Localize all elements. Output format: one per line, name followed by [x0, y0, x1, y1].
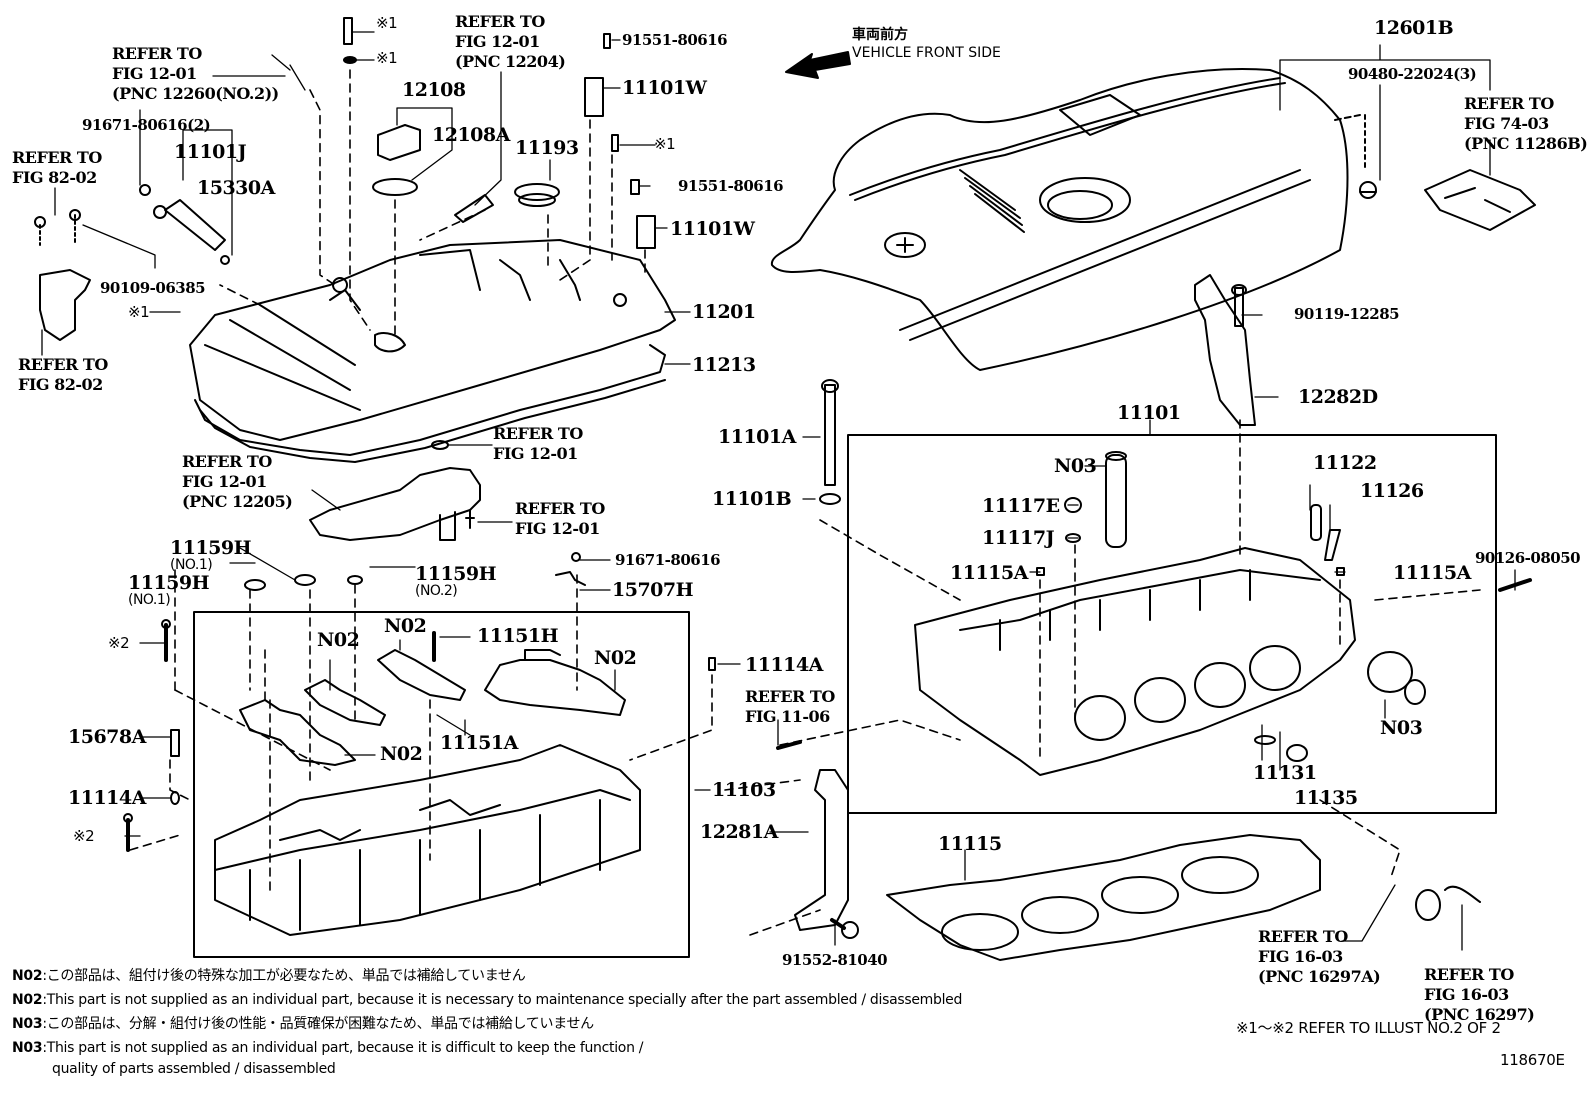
callout-11159H-no2[interactable]: 11159H (NO.2) — [415, 563, 497, 599]
callout-11201[interactable]: 11201 — [692, 301, 756, 323]
callout-11115A-left[interactable]: 11115A — [950, 562, 1028, 584]
footnote-n02-en: N02:This part is not supplied as an indi… — [12, 992, 963, 1008]
callout-11131[interactable]: 11131 — [1253, 762, 1317, 784]
footnote-n02-jp: N02:この部品は、組付け後の特殊な加工が必要なため、単品では補給していません — [12, 968, 526, 984]
head-gasket-drawing — [886, 834, 1321, 961]
callout-11101J[interactable]: 11101J — [174, 141, 247, 163]
callout-11151H[interactable]: 11151H — [477, 625, 559, 647]
direction-label-jp: 車両前方 — [852, 27, 908, 43]
callout-91671-80616[interactable]: 91671-80616 — [615, 551, 721, 569]
callout-refer-fig-16-03-pnc-16297A[interactable]: REFER TO FIG 16-03 (PNC 16297A) — [1258, 927, 1381, 986]
callout-N03-fitting[interactable]: N03 — [1380, 717, 1423, 739]
callout-12108A[interactable]: 12108A — [432, 124, 510, 146]
callout-N02-d[interactable]: N02 — [380, 743, 423, 765]
callout-N02-a[interactable]: N02 — [317, 629, 360, 651]
callout-91671-80616-2[interactable]: 91671-80616(2) — [82, 116, 211, 134]
callout-mark-1-bolt[interactable]: ※1 — [376, 14, 398, 32]
callout-11126[interactable]: 11126 — [1360, 480, 1424, 502]
engine-cover-drawing — [770, 68, 1349, 371]
engine-hanger-drawing — [794, 769, 849, 931]
callout-11117E[interactable]: 11117E — [982, 495, 1060, 517]
callout-mark-1-left[interactable]: ※1 — [128, 303, 150, 321]
hose-clamp-drawing — [1415, 885, 1481, 921]
callout-mark-2-upper[interactable]: ※2 — [108, 634, 130, 652]
cam-bearing-caps-drawing — [239, 649, 626, 766]
callout-refer-fig-12-01-bolt[interactable]: REFER TO FIG 12-01 — [515, 499, 605, 538]
callout-mark-1-right[interactable]: ※1 — [654, 135, 676, 153]
direction-label-en: VEHICLE FRONT SIDE — [852, 45, 1001, 61]
cylinder-head-cover-drawing — [189, 239, 676, 463]
callout-refer-fig-12-01-pnc-12204[interactable]: REFER TO FIG 12-01 (PNC 12204) — [455, 12, 566, 71]
callout-90119-12285[interactable]: 90119-12285 — [1294, 305, 1400, 323]
callout-15707H[interactable]: 15707H — [612, 579, 694, 601]
misc-small-parts-drawing — [123, 552, 802, 852]
callout-11115A-right[interactable]: 11115A — [1393, 562, 1471, 584]
callout-91551-80616-top[interactable]: 91551-80616 — [622, 31, 728, 49]
callout-refer-fig-16-03-pnc-16297[interactable]: REFER TO FIG 16-03 (PNC 16297) — [1424, 965, 1535, 1024]
callout-mark-2-lower[interactable]: ※2 — [73, 827, 95, 845]
left-bracket-drawing — [34, 209, 91, 341]
callout-11114A-left[interactable]: 11114A — [68, 787, 146, 809]
callout-11213[interactable]: 11213 — [692, 354, 756, 376]
callout-90109-06385[interactable]: 90109-06385 — [100, 279, 206, 297]
callout-11117J[interactable]: 11117J — [982, 527, 1055, 549]
callout-11101B[interactable]: 11101B — [712, 488, 792, 510]
callout-N03-tube[interactable]: N03 — [1054, 455, 1097, 477]
callout-11101W-top[interactable]: 11101W — [622, 77, 707, 99]
cylinder-head-group-box — [847, 434, 1497, 814]
callout-15330A[interactable]: 15330A — [197, 177, 275, 199]
callout-11115[interactable]: 11115 — [938, 833, 1002, 855]
callout-11193[interactable]: 11193 — [515, 137, 579, 159]
callout-mark-1-washer[interactable]: ※1 — [376, 49, 398, 67]
callout-refer-fig-74-03[interactable]: REFER TO FIG 74-03 (PNC 11286B) — [1464, 94, 1588, 153]
callout-refer-fig-82-02-top[interactable]: REFER TO FIG 82-02 — [12, 148, 102, 187]
callout-11103[interactable]: 11103 — [712, 779, 776, 801]
bolt-90119-12285 — [1231, 284, 1247, 327]
camshaft-housing-group-box — [193, 611, 690, 958]
cylinder-head-drawing — [914, 451, 1532, 776]
callout-N02-c[interactable]: N02 — [594, 647, 637, 669]
vehicle-front-arrow-icon — [785, 51, 851, 79]
callout-12282D[interactable]: 12282D — [1298, 386, 1378, 408]
callout-12601B[interactable]: 12601B — [1374, 17, 1454, 39]
oil-separator-plate-drawing — [309, 440, 481, 541]
callout-11159H-no1-lower[interactable]: 11159H (NO.1) — [128, 572, 210, 608]
callout-11151A[interactable]: 11151A — [440, 732, 518, 754]
callout-refer-fig-12-01-ring[interactable]: REFER TO FIG 12-01 — [493, 424, 583, 463]
callout-refer-fig-12-01-pnc-12205[interactable]: REFER TO FIG 12-01 (PNC 12205) — [182, 452, 293, 511]
footnote-n03-en-cont: quality of parts assembled / disassemble… — [52, 1061, 336, 1077]
callout-91551-80616-lower[interactable]: 91551-80616 — [678, 177, 784, 195]
bolt-91552-81040 — [830, 918, 859, 939]
head-bolt-drawing — [819, 379, 841, 505]
callout-11122[interactable]: 11122 — [1313, 452, 1377, 474]
callout-refer-fig-82-02-bottom[interactable]: REFER TO FIG 82-02 — [18, 355, 108, 394]
footnote-n03-jp: N03:この部品は、分解・組付け後の性能・品質確保が困難なため、単品では補給して… — [12, 1016, 594, 1032]
callout-11101[interactable]: 11101 — [1117, 402, 1181, 424]
oil-control-valve-drawing — [139, 184, 230, 265]
cover-nut-and-plate — [1334, 114, 1536, 231]
callout-12108[interactable]: 12108 — [402, 79, 466, 101]
callout-12281A[interactable]: 12281A — [700, 821, 778, 843]
callout-11101A[interactable]: 11101A — [718, 426, 796, 448]
callout-90480-22024-3[interactable]: 90480-22024(3) — [1348, 65, 1477, 83]
illustration-number: 118670E — [1500, 1051, 1565, 1069]
symbol-note: ※1～※2 REFER TO ILLUST NO.2 OF 2 — [1236, 1019, 1501, 1037]
callout-11159H-no1-upper[interactable]: 11159H (NO.1) — [170, 537, 252, 573]
callout-91552-81040[interactable]: 91552-81040 — [782, 951, 888, 969]
callout-11114A-right[interactable]: 11114A — [745, 654, 823, 676]
callout-90126-08050[interactable]: 90126-08050 — [1475, 549, 1581, 567]
footnote-n03-en: N03:This part is not supplied as an indi… — [12, 1040, 644, 1056]
callout-15678A[interactable]: 15678A — [68, 726, 146, 748]
callout-11135[interactable]: 11135 — [1294, 787, 1358, 809]
callout-refer-fig-12-01-pnc-12260[interactable]: REFER TO FIG 12-01 (PNC 12260(NO.2)) — [112, 44, 279, 103]
heat-insulator-drawing — [1194, 274, 1256, 426]
oil-filler-cap-drawing — [343, 17, 656, 249]
callout-11101W-lower[interactable]: 11101W — [670, 218, 755, 240]
callout-N02-b[interactable]: N02 — [384, 615, 427, 637]
callout-refer-fig-11-06[interactable]: REFER TO FIG 11-06 — [745, 687, 835, 726]
dashed-assembly-lines — [129, 69, 1481, 936]
camshaft-housing-drawing — [214, 744, 641, 936]
